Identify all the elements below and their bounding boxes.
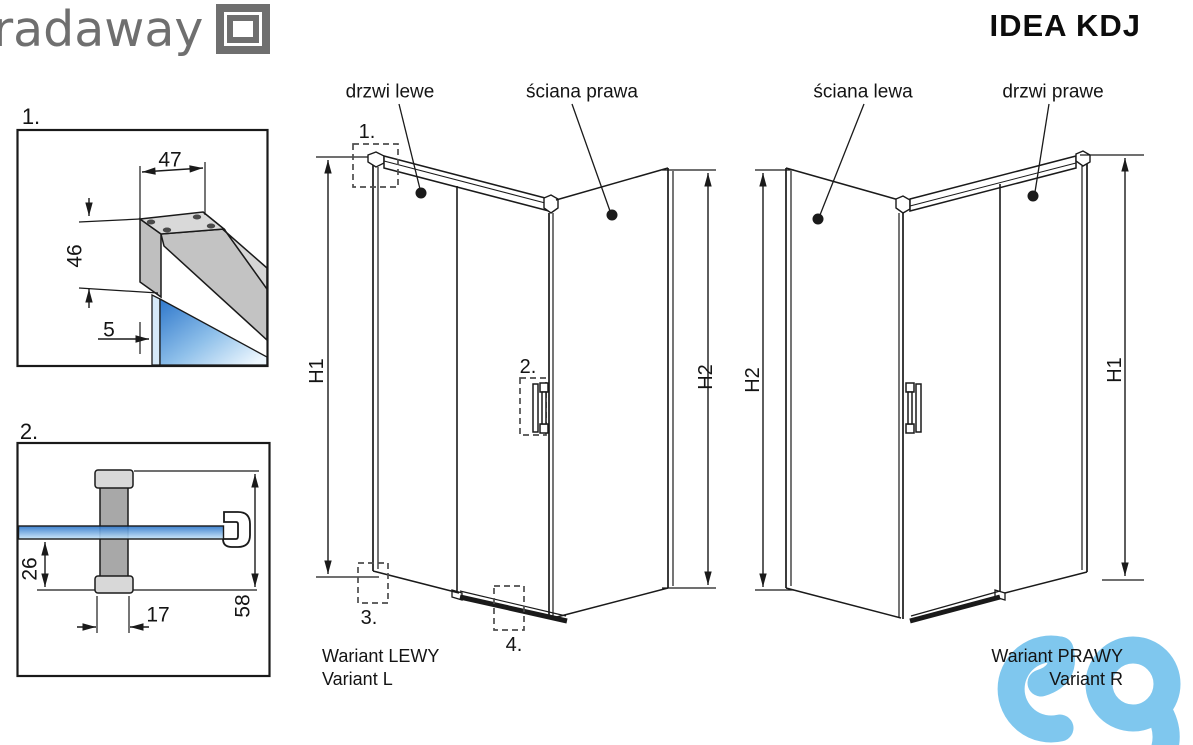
left-view-caption-line2: Variant L — [322, 669, 393, 689]
left-view-marker-2: 2. — [519, 356, 537, 378]
right-view-caption: Wariant PRAWY Variant R — [991, 645, 1123, 691]
variant-left-drawing — [316, 103, 716, 631]
left-view-marker-4: 4. — [505, 634, 523, 656]
page-title: IDEA KDJ — [989, 8, 1141, 43]
detail-2-dim-width: 17 — [146, 603, 170, 627]
left-view-caption: Wariant LEWY Variant L — [322, 645, 439, 691]
right-view-caption-line2: Variant R — [1049, 669, 1123, 689]
left-view-dim-h1: H1 — [306, 358, 328, 384]
left-view-wall-label: ściana prawa — [526, 81, 638, 103]
detail-2-number: 2. — [19, 419, 39, 444]
brand-square-icon-inner — [227, 15, 259, 43]
brand-square-icon — [216, 4, 270, 54]
detail-1-dim-glass: 5 — [103, 318, 115, 342]
right-view-door-label: drzwi prawe — [1002, 81, 1104, 103]
right-view-caption-line1: Wariant PRAWY — [991, 646, 1123, 666]
left-view-door-label: drzwi lewe — [345, 81, 435, 103]
detail-1-drawing — [16, 128, 269, 368]
right-view-dim-h2: H2 — [742, 367, 764, 393]
shop-watermark-logo — [997, 635, 1181, 745]
right-view-dim-h1: H1 — [1104, 357, 1126, 383]
brand-logo-text: radaway — [0, 1, 204, 58]
detail-2-dim-offset: 26 — [18, 557, 42, 581]
left-view-marker-1: 1. — [358, 121, 376, 143]
left-view-dim-h2: H2 — [695, 364, 717, 390]
detail-2-dim-total: 58 — [231, 594, 255, 618]
detail-2-drawing — [16, 441, 271, 678]
right-view-wall-label: ściana lewa — [813, 81, 913, 103]
detail-1-number: 1. — [21, 104, 41, 129]
left-view-caption-line1: Wariant LEWY — [322, 646, 440, 666]
detail-1-dim-width: 47 — [158, 148, 182, 172]
detail-1-dim-height: 46 — [63, 244, 87, 268]
variant-right-drawing — [755, 103, 1144, 624]
left-view-marker-3: 3. — [360, 607, 378, 629]
